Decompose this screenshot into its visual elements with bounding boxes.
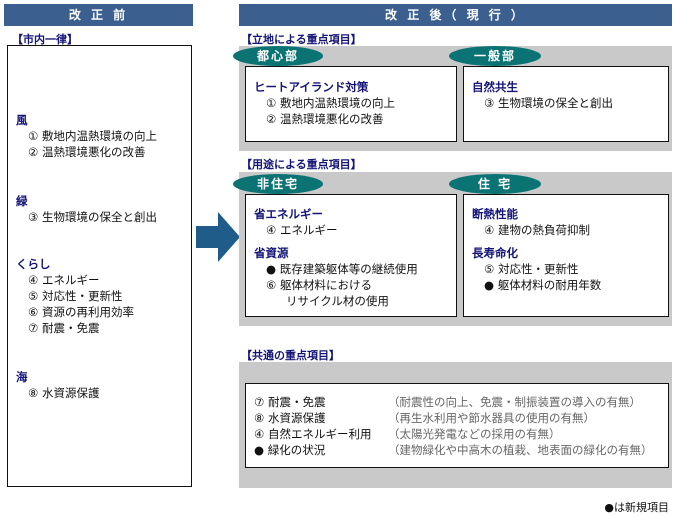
common-row: ⑦ 耐震・免震 （耐震性の向上、免震・制振装置の導入の有無）	[254, 394, 653, 410]
group-sea: 海 ⑧ 水資源保護	[16, 369, 99, 401]
common-section-label: 【共通の重点項目】	[241, 349, 340, 362]
list-item: ② 温熱環境悪化の改善	[28, 145, 146, 159]
list-item: ① 敷地内温熱環境の向上	[266, 96, 395, 110]
urban-box: ヒートアイランド対策 ① 敷地内温熱環境の向上 ② 温熱環境悪化の改善	[245, 66, 457, 142]
group-heading: 風	[16, 113, 28, 127]
group-heading: くらし	[16, 257, 51, 271]
footnote: ●は新規項目	[604, 501, 669, 514]
list-item: ④ エネルギー	[266, 223, 338, 237]
nonres-label: 非住宅	[233, 174, 323, 194]
general-heading: 自然共生	[472, 80, 518, 94]
use-section-label: 【用途による重点項目】	[241, 158, 362, 171]
list-item: ● 躯体材料の耐用年数	[484, 278, 602, 292]
list-item: ● 既存建築躯体等の継続使用	[266, 262, 418, 276]
nonres-box: 省エネルギー ④ エネルギー 省資源 ● 既存建築躯体等の継続使用 ⑥ 躯体材料…	[245, 194, 457, 317]
res-heading-insulation: 断熱性能	[472, 207, 518, 221]
before-box: 風 ① 敷地内温熱環境の向上 ② 温熱環境悪化の改善 緑 ③ 生物環境の保全と創…	[7, 45, 192, 487]
list-item: ② 温熱環境悪化の改善	[266, 112, 384, 126]
common-note: （建物緑化や中高木の植栽、地表面の緑化の有無）	[388, 443, 653, 457]
list-item: ⑦ 耐震・免震	[28, 321, 100, 335]
list-item: ④ エネルギー	[28, 273, 100, 287]
common-item: ⑦ 耐震・免震	[254, 395, 326, 409]
common-item: ⑧ 水資源保護	[254, 411, 326, 425]
group-life: くらし ④ エネルギー ⑤ 対応性・更新性 ⑥ 資源の再利用効率 ⑦ 耐震・免震	[16, 256, 134, 336]
after-header: 改 正 後（ 現 行 ）	[239, 4, 672, 26]
before-section-label: 【市内一律】	[12, 33, 78, 46]
nonres-heading-energy: 省エネルギー	[254, 207, 323, 221]
res-label: 住 宅	[449, 174, 541, 194]
common-note: （耐震性の向上、免震・制振装置の導入の有無）	[388, 395, 641, 409]
nonres-heading-resources: 省資源	[254, 246, 289, 260]
common-row: ④ 自然エネルギー利用 （太陽光発電などの採用の有無）	[254, 426, 653, 442]
group-green: 緑 ③ 生物環境の保全と創出	[16, 193, 157, 225]
list-item: ④ 建物の熱負荷抑制	[484, 223, 590, 237]
common-row: ⑧ 水資源保護 （再生水利用や節水器具の使用の有無）	[254, 410, 653, 426]
common-note: （再生水利用や節水器具の使用の有無）	[388, 411, 595, 425]
list-item: ⑥ 資源の再利用効率	[28, 305, 134, 319]
group-wind: 風 ① 敷地内温熱環境の向上 ② 温熱環境悪化の改善	[16, 112, 157, 160]
common-row: ● 緑化の状況 （建物緑化や中高木の植栽、地表面の緑化の有無）	[254, 442, 653, 458]
common-item: ④ 自然エネルギー利用	[254, 427, 372, 441]
list-item: ⑧ 水資源保護	[28, 386, 100, 400]
common-note: （太陽光発電などの採用の有無）	[388, 427, 561, 441]
common-item: ● 緑化の状況	[254, 443, 326, 457]
list-item: ① 敷地内温熱環境の向上	[28, 129, 157, 143]
group-heading: 海	[16, 370, 28, 384]
res-box: 断熱性能 ④ 建物の熱負荷抑制 長寿命化 ⑤ 対応性・更新性 ● 躯体材料の耐用…	[463, 194, 669, 317]
general-box: 自然共生 ③ 生物環境の保全と創出	[463, 66, 669, 142]
common-box: ⑦ 耐震・免震 （耐震性の向上、免震・制振装置の導入の有無） ⑧ 水資源保護 （再生…	[245, 383, 669, 468]
urban-label: 都心部	[233, 46, 323, 66]
list-item: リサイクル材の使用	[286, 294, 389, 308]
common-rows: ⑦ 耐震・免震 （耐震性の向上、免震・制振装置の導入の有無） ⑧ 水資源保護 （再生…	[254, 394, 653, 458]
list-item: ③ 生物環境の保全と創出	[28, 210, 157, 224]
res-heading-longevity: 長寿命化	[472, 246, 518, 260]
list-item: ⑤ 対応性・更新性	[484, 262, 579, 276]
group-heading: 緑	[16, 194, 28, 208]
list-item: ⑥ 躯体材料における	[266, 278, 372, 292]
urban-heading: ヒートアイランド対策	[254, 80, 369, 94]
general-label: 一般部	[449, 46, 541, 66]
list-item: ③ 生物環境の保全と創出	[484, 96, 613, 110]
arrow-right-icon	[196, 212, 240, 262]
location-section-label: 【立地による重点項目】	[241, 33, 362, 46]
list-item: ⑤ 対応性・更新性	[28, 289, 123, 303]
before-header: 改 正 前	[4, 4, 193, 26]
